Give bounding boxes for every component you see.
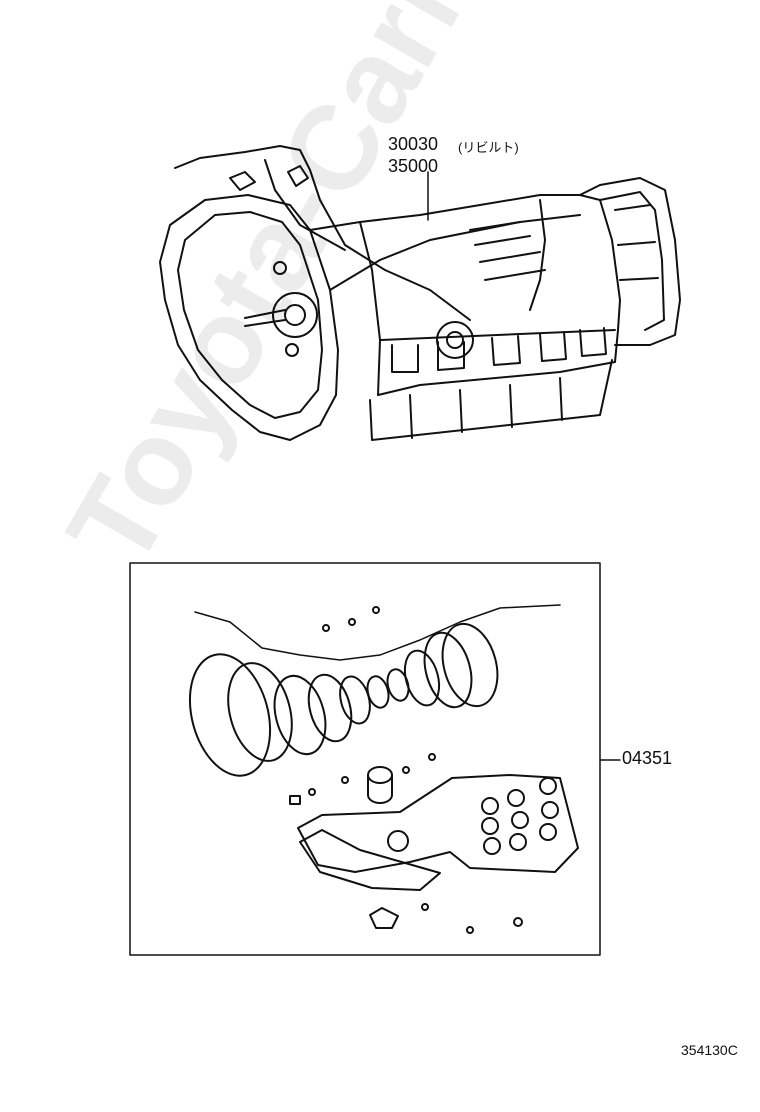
part-number-note-rebuilt: (リビルト) (458, 140, 519, 155)
overhaul-kit-drawing (188, 604, 579, 934)
transmission-assembly-drawing (159, 145, 681, 441)
part-number-label-04351: 04351 (622, 748, 673, 768)
part-number-label-30030: 30030 (388, 134, 439, 154)
diagram-id-label: 354130C (681, 1042, 738, 1058)
kit-frame (129, 562, 601, 956)
part-number-label-35000: 35000 (388, 156, 439, 176)
